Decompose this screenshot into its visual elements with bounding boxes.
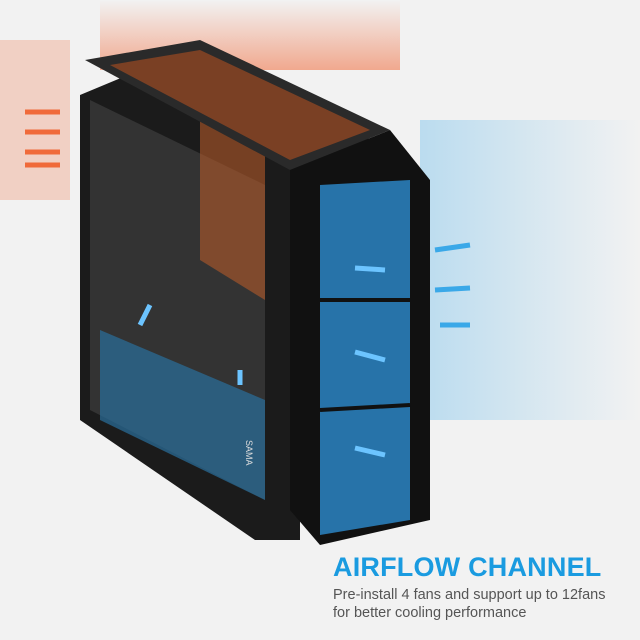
subtitle: Pre-install 4 fans and support up to 12f… <box>333 586 605 622</box>
subtitle-line-2: for better cooling performance <box>333 605 527 621</box>
headline: AIRFLOW CHANNEL <box>333 552 602 582</box>
intake-airflow-front <box>420 120 640 420</box>
case-body <box>80 40 430 545</box>
exhaust-airflow-rear <box>0 40 70 200</box>
brand-logo: SAMA <box>244 440 254 466</box>
subtitle-line-1: Pre-install 4 fans and support up to 12f… <box>333 587 606 603</box>
